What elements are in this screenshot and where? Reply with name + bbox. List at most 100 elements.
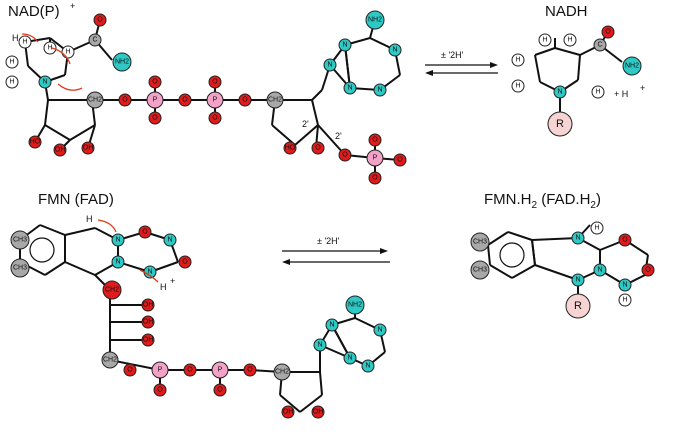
- hydrogen-atom-label: H: [594, 225, 599, 232]
- bond: [311, 89, 323, 101]
- hydrogen-atom-disc: [591, 85, 605, 99]
- flavin-nitrogen: N: [163, 233, 177, 247]
- flavin-ring-bond: [489, 264, 513, 279]
- equilibrium-label-bottom: ± '2H': [317, 236, 340, 246]
- oxygen-atom: O: [601, 25, 615, 39]
- hydroxyl-group-label: OH: [83, 145, 94, 152]
- oxygen-atom-label: O: [97, 17, 103, 24]
- methyl-group: CH3: [10, 230, 30, 250]
- phosphorus-atom: P: [151, 361, 169, 379]
- electron-arrow-2: [51, 47, 71, 65]
- oxygen-atom-label: O: [242, 97, 248, 104]
- hydroxyl-group-label: OH: [143, 337, 154, 344]
- oxygen-atom-label: O: [127, 367, 133, 374]
- adenine-nitrogen: N: [325, 318, 339, 332]
- oxygen-atom: O: [148, 111, 162, 125]
- hydrogen-atom-label: H: [567, 37, 572, 44]
- adenine-bond: [344, 44, 351, 89]
- hydrogen-atom-disc: [18, 35, 32, 49]
- hydrogen-atom: H: [563, 33, 577, 47]
- oxygen-atom-disc: [208, 111, 222, 125]
- adenine-nitrogen: N: [388, 43, 402, 57]
- flavin-nitrogen-label: N: [597, 267, 602, 274]
- flavin-nitrogen-disc: [111, 233, 125, 247]
- hydrogen-atom-disc: [511, 79, 525, 93]
- oxygen-atom-label: O: [622, 237, 628, 244]
- flavin-nitrogen-label: N: [167, 237, 172, 244]
- nadh-ring-bond: [534, 47, 556, 56]
- flavin-nitrogen-label: N: [147, 269, 152, 276]
- flavin-nitrogen-label: N: [575, 277, 580, 284]
- hydroxyl-group-label: OH: [283, 409, 294, 416]
- oxygen-atom-disc: [311, 141, 325, 155]
- methyl-group-label: CH3: [13, 237, 27, 244]
- ch2-group-label: CH2: [268, 97, 282, 104]
- oxygen-atom-label: O: [212, 79, 218, 86]
- hydrogen-atom-label: H: [515, 57, 520, 64]
- hydroxyl-group-label: OH: [143, 319, 154, 326]
- ch2-group: CH2: [86, 91, 104, 109]
- methyl-group-label: CH3: [473, 267, 487, 274]
- hydrogen-atom-disc: [511, 53, 525, 67]
- flavin-nitrogen-label: N: [115, 237, 120, 244]
- phosphorus-atom-label: P: [158, 367, 163, 374]
- adenine-nitrogen-disc: [325, 318, 339, 332]
- adenine-nitrogen-disc: [388, 43, 402, 57]
- flavin-ring-bond: [487, 244, 491, 266]
- hydroxyl-group-disc: [141, 333, 155, 347]
- adenine-nitrogen-disc: [343, 351, 357, 365]
- adenine-nitrogen-label: N: [342, 42, 347, 49]
- oxygen-atom-label: O: [142, 229, 148, 236]
- adenine-nitrogen: N: [361, 359, 375, 373]
- hydrogen-atom-disc: [563, 33, 577, 47]
- hydrogen-atom: H: [18, 35, 32, 49]
- adenine-nitrogen: N: [338, 38, 352, 52]
- flavin-ring-bond: [64, 227, 96, 236]
- hydrogen-atom: H: [591, 85, 605, 99]
- r-group-label: R: [556, 118, 564, 130]
- flavin-ring-bond: [44, 261, 66, 276]
- hydride-label-top: H: [12, 33, 19, 43]
- flavin-nitrogen-disc: [571, 231, 585, 245]
- hydrogen-atom-disc: [618, 293, 632, 307]
- adenine-nitrogen-label: N: [365, 363, 370, 370]
- hydrogen-atom-disc: [5, 75, 19, 89]
- ch2-group-label: CH2: [88, 97, 102, 104]
- oxygen-atom-disc: [118, 93, 132, 107]
- flavin-ring-bond: [534, 264, 579, 281]
- methyl-group-disc: [10, 258, 30, 278]
- flavin-nitrogen-label: N: [575, 235, 580, 242]
- hydroxyl-group: HO: [283, 141, 297, 155]
- oxygen-atom: O: [178, 255, 192, 269]
- flavin-nitrogen: N: [571, 273, 585, 287]
- ch2-group-disc: [273, 363, 291, 381]
- nicotinamide-nitrogen: N: [38, 75, 52, 89]
- nadh-ring-bond: [577, 54, 581, 81]
- title-nadp: NAD(P): [8, 3, 60, 20]
- adenine-nitrogen: N: [323, 58, 337, 72]
- adenine-nitrogen-label: N: [329, 322, 334, 329]
- ch2-group: CH2: [273, 363, 291, 381]
- hydrogen-atom: H: [618, 293, 632, 307]
- ch2-group-label: CH2: [105, 287, 119, 294]
- oxygen-atom-disc: [338, 148, 352, 162]
- hydroxyl-group-label: OH: [313, 409, 324, 416]
- hydride-label-fmn: H: [86, 214, 93, 224]
- oxygen-atom-label: O: [152, 79, 158, 86]
- hydroxyl-group: OH: [53, 143, 67, 157]
- oxygen-atom-disc: [138, 225, 152, 239]
- adenine-nitrogen-disc: [361, 359, 375, 373]
- oxygen-atom-disc: [178, 93, 192, 107]
- hydrogen-atom-disc: [5, 55, 19, 69]
- hydroxyl-group-disc: [141, 298, 155, 312]
- oxygen-atom: O: [183, 363, 197, 377]
- hydroxyl-group-label: HO: [30, 139, 41, 146]
- title-fmn-fad: FMN (FAD): [38, 191, 114, 208]
- ch2-group-disc: [101, 351, 119, 369]
- oxygen-atom-disc: [213, 383, 227, 397]
- adenine-nitrogen: N: [343, 81, 357, 95]
- oxygen-atom: O: [153, 383, 167, 397]
- ch2-group: CH2: [101, 351, 119, 369]
- oxygen-atom-disc: [93, 13, 107, 27]
